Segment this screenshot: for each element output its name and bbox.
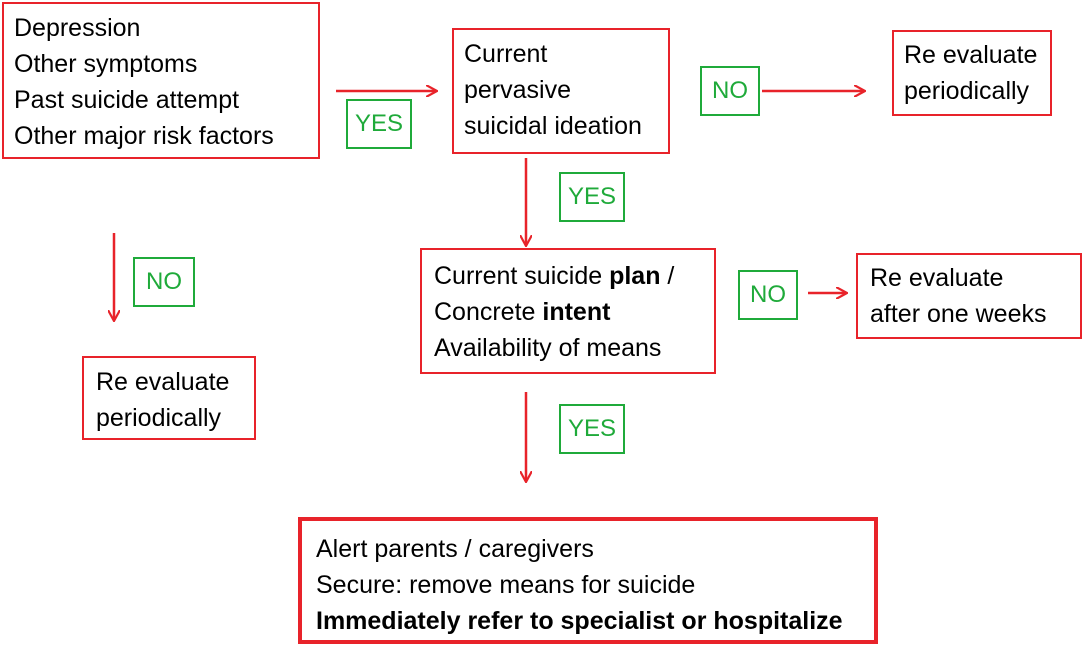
node-reevaluate-one-week: Re evaluate after one weeks [856,253,1082,339]
node-reevaluate-periodically-top: Re evaluate periodically [892,30,1052,116]
edge-label-no-risk: NO [133,257,195,307]
edge-label-no-plan: NO [738,270,798,320]
node-text: Other major risk factors [14,122,274,150]
node-text: pervasive [464,76,571,104]
node-text: Current [464,40,548,68]
plan-line1-post: / [660,262,675,290]
intent-line-pre: Concrete [434,298,543,326]
node-text: Depression [14,14,141,42]
node-text: Other symptoms [14,50,198,78]
node-text: Re evaluate [904,41,1038,69]
plan-line1-pre: Current suicide [434,262,610,290]
intent-keyword: intent [542,298,611,326]
node-risk-factors: Depression Other symptoms Past suicide a… [2,2,320,159]
node-text: Availability of means [434,334,662,362]
node-text: after one weeks [870,300,1047,328]
node-text: Re evaluate [96,368,230,396]
edge-label-no-ideation: NO [700,66,760,116]
node-text: periodically [904,77,1030,105]
edge-label-yes-risk: YES [346,99,412,149]
node-text: Secure: remove means for suicide [316,571,696,599]
node-reevaluate-periodically-left: Re evaluate periodically [82,356,256,440]
node-text: suicidal ideation [464,112,642,140]
node-text: Alert parents / caregivers [316,535,594,563]
node-text: Re evaluate [870,264,1004,292]
edge-label-yes-plan: YES [559,404,625,454]
node-text: Concrete intent [434,294,702,330]
plan-keyword: plan [609,262,661,290]
node-text: Past suicide attempt [14,86,240,114]
edge-label-yes-ideation: YES [559,172,625,222]
node-text: Current suicide plan / [434,258,702,294]
node-action-alert: Alert parents / caregivers Secure: remov… [298,517,878,644]
node-text: periodically [96,404,222,432]
node-suicide-plan: Current suicide plan / Concrete intent A… [420,248,716,374]
node-text: Immediately refer to specialist or hospi… [316,607,843,635]
node-suicidal-ideation: Current pervasive suicidal ideation [452,28,670,154]
